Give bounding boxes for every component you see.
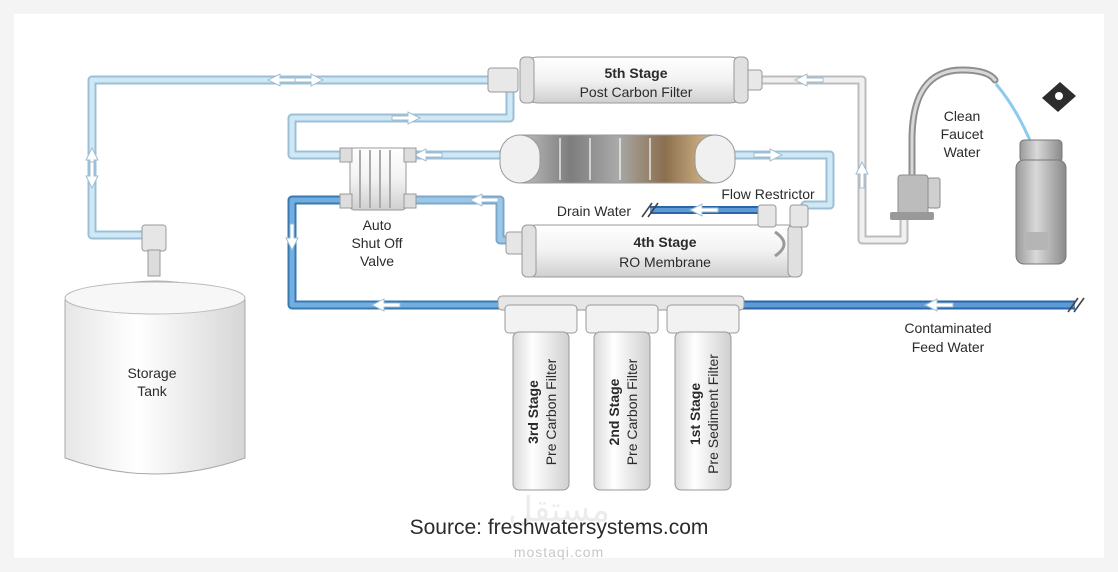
stage3-title: 3rd Stage bbox=[525, 380, 541, 444]
feed-label-2: Feed Water bbox=[912, 339, 985, 355]
stage3-subtitle: Pre Carbon Filter bbox=[543, 358, 559, 465]
valve-label-3: Valve bbox=[360, 253, 394, 269]
stage1-title: 1st Stage bbox=[687, 383, 703, 445]
flow-arrows bbox=[85, 73, 954, 312]
inline-media-filter bbox=[499, 134, 736, 184]
stage5-filter bbox=[487, 56, 763, 104]
stage4-ro-membrane bbox=[505, 204, 809, 278]
watermark-latin: mostaqi.com bbox=[513, 544, 605, 560]
tank-label-2: Tank bbox=[137, 383, 168, 399]
faucet-label-1: Clean bbox=[944, 108, 981, 124]
water-bottle bbox=[1015, 82, 1076, 265]
flow-restrictor-label: Flow Restrictor bbox=[721, 186, 815, 202]
stage5-title: 5th Stage bbox=[604, 65, 667, 81]
stage5-subtitle: Post Carbon Filter bbox=[580, 84, 693, 100]
source-caption: Source: freshwatersystems.com bbox=[409, 516, 709, 539]
stage2-subtitle: Pre Carbon Filter bbox=[624, 358, 640, 465]
stage2-title: 2nd Stage bbox=[606, 378, 622, 445]
auto-shut-off-valve bbox=[339, 147, 417, 211]
stage1-subtitle: Pre Sediment Filter bbox=[705, 354, 721, 474]
feed-label-1: Contaminated bbox=[904, 320, 991, 336]
storage-tank bbox=[64, 224, 246, 475]
clean-pipes bbox=[87, 75, 909, 245]
diagram-labels: 5th Stage Post Carbon Filter 4th Stage R… bbox=[127, 65, 991, 474]
feed-pipes bbox=[287, 195, 1075, 310]
faucet bbox=[890, 66, 1036, 220]
tank-label-1: Storage bbox=[127, 365, 176, 381]
faucet-label-3: Water bbox=[944, 144, 981, 160]
valve-label-2: Shut Off bbox=[351, 235, 402, 251]
drain-water-label: Drain Water bbox=[557, 203, 632, 219]
stage4-title: 4th Stage bbox=[633, 234, 696, 250]
faucet-label-2: Faucet bbox=[941, 126, 984, 142]
pipe-break-marks bbox=[641, 202, 1085, 313]
stage4-subtitle: RO Membrane bbox=[619, 254, 711, 270]
valve-label-1: Auto bbox=[363, 217, 392, 233]
pre-filter-housings bbox=[497, 295, 745, 491]
watermark-arabic: مستقل bbox=[508, 490, 610, 530]
